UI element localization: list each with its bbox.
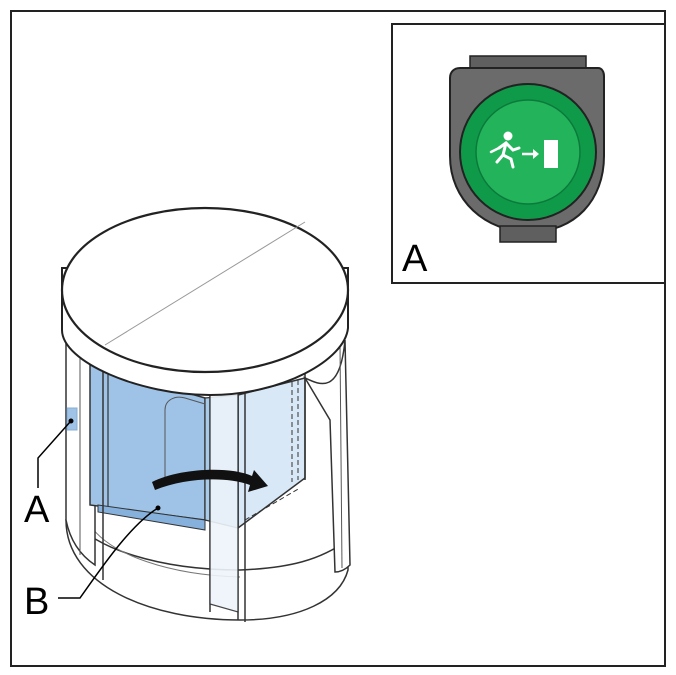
leader-line-b — [58, 507, 159, 599]
canopy-seam — [104, 221, 306, 346]
leader-dot-b — [155, 505, 161, 511]
canopy-top — [60, 206, 350, 374]
front-door-leaf — [209, 391, 239, 613]
inset-panel: A — [391, 23, 666, 284]
button-inner-disc — [475, 99, 581, 205]
leader-dot-a — [68, 418, 74, 424]
door-wing-bottom-rail — [97, 504, 206, 531]
right-wall — [303, 339, 351, 573]
leader-line-a — [37, 421, 71, 488]
right-wall-post — [339, 344, 343, 569]
rotation-arrow-icon — [152, 469, 268, 492]
inner-door-frame — [164, 396, 206, 480]
inset-callout-label-a: A — [402, 238, 428, 280]
revolving-door-icon — [60, 206, 351, 622]
back-glass-right-dashes — [244, 380, 301, 521]
running-person-exit-pictogram-icon — [489, 131, 558, 169]
callout-label-b: B — [24, 581, 49, 623]
callout-label-a: A — [24, 489, 50, 531]
housing-bottom-tab — [499, 225, 557, 243]
floor-ring — [65, 519, 349, 621]
emergency-exit-button-icon — [449, 55, 605, 243]
